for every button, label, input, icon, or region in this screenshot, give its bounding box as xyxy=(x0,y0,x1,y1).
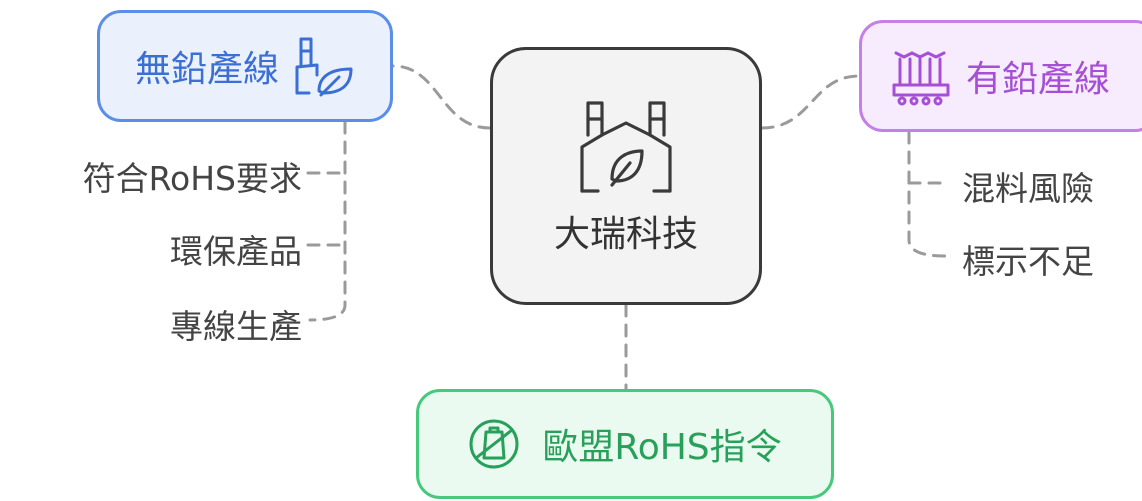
leaded-line-node[interactable]: 有鉛產線 xyxy=(859,20,1142,132)
rohs-label: 歐盟RoHS指令 xyxy=(542,427,782,468)
connector-leaded-children xyxy=(907,130,947,258)
no-hazard-icon xyxy=(468,418,520,470)
lead-free-child-eco-products: 環保產品 xyxy=(170,232,302,271)
leaded-child-insufficient-labeling: 標示不足 xyxy=(962,242,1094,281)
lead-free-label: 無鉛產線 xyxy=(134,49,279,90)
connector-center-leaded xyxy=(760,74,861,130)
production-line-icon xyxy=(890,45,952,107)
lead-free-line-node[interactable]: 無鉛產線 xyxy=(97,10,393,122)
center-node[interactable]: 大瑞科技 xyxy=(490,47,762,305)
lead-free-child-rohs-compliance: 符合RoHS要求 xyxy=(82,159,302,198)
rohs-directive-node[interactable]: 歐盟RoHS指令 xyxy=(416,389,834,499)
leaded-child-mixing-risk: 混料風險 xyxy=(962,169,1094,208)
connector-leadfree-children xyxy=(308,120,347,322)
leaded-label: 有鉛產線 xyxy=(966,59,1111,100)
factory-leaf-icon xyxy=(578,95,674,195)
center-label: 大瑞科技 xyxy=(553,214,698,255)
connector-center-leadfree xyxy=(391,64,492,130)
lead-free-child-dedicated-production: 專線生產 xyxy=(170,307,302,346)
factory-leaf-icon xyxy=(295,35,355,97)
